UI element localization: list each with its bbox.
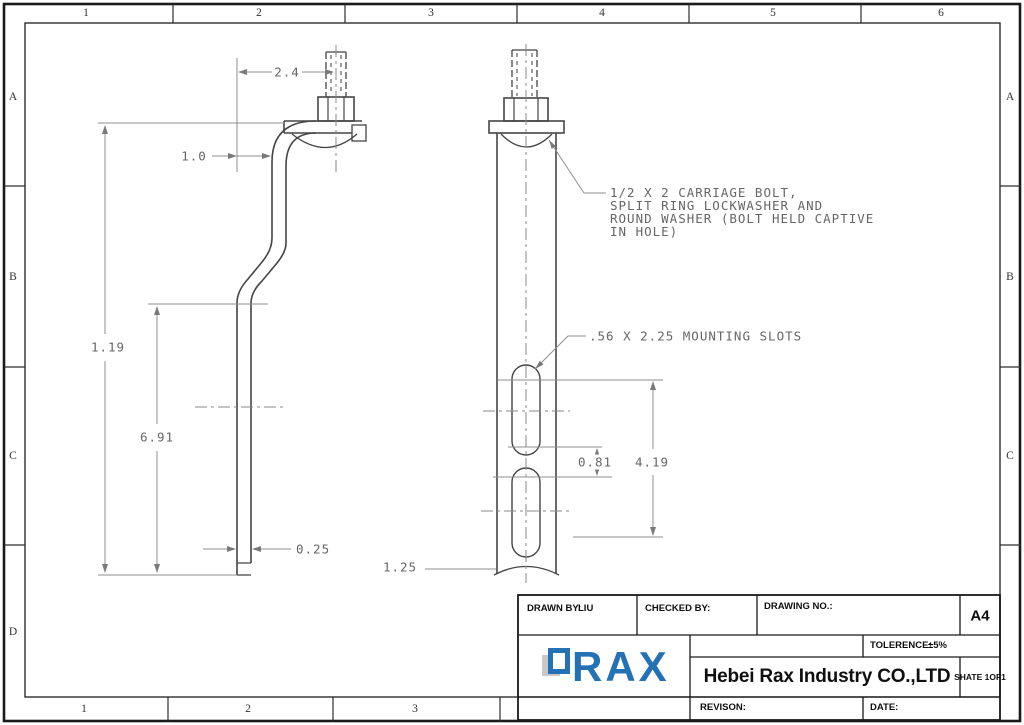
bracket-profile (236, 120, 317, 576)
dim-overall-height: 1.19 (89, 339, 127, 355)
title-block-grid (517, 594, 1001, 721)
company-name: Hebei Rax Industry CO.,LTD (703, 666, 951, 687)
zone-left-c: C (9, 450, 17, 462)
right-view-dimensions (425, 139, 663, 570)
dim-lower-leg-height: 6.91 (138, 429, 176, 445)
zone-top-6: 6 (938, 7, 944, 19)
right-view (481, 44, 573, 583)
mounting-slots-note: .56 X 2.25 MOUNTING SLOTS (589, 328, 803, 344)
zone-top-4: 4 (599, 7, 605, 19)
slots-note-leader (534, 335, 586, 370)
zone-right-c: C (1006, 450, 1014, 462)
revision-label: REVISON: (700, 702, 746, 713)
zone-bottom-3: 3 (412, 703, 418, 715)
zone-right-a: A (1005, 91, 1015, 103)
centerlines-right (481, 44, 573, 583)
washer-plate-left (283, 120, 367, 148)
left-view (195, 45, 367, 576)
carriage-bolt-note-line3: ROUND WASHER (BOLT HELD CAPTIVE (610, 211, 875, 226)
tolerance-value: ±5% (928, 640, 947, 651)
zone-top-3: 3 (428, 7, 434, 19)
dim-base-width: 1.25 (381, 559, 419, 575)
dim-slot-gap: 0.81 (576, 454, 614, 470)
drawing-no-label: DRAWING NO.: (764, 601, 833, 612)
zone-bottom-2: 2 (245, 703, 251, 715)
dim-slot-span: 4.19 (633, 454, 671, 470)
rax-logo-text: RAX (572, 643, 670, 690)
date-label: DATE: (870, 702, 899, 713)
zone-left-b: B (9, 271, 17, 283)
paper-size-label: A4 (970, 607, 990, 625)
dim-material-thickness: 0.25 (295, 541, 332, 557)
dim-bolt-offset: 2.4 (273, 64, 301, 80)
bolt-note-leader (548, 139, 606, 194)
carriage-bolt-note-line2: SPLIT RING LOCKWASHER AND (610, 198, 824, 213)
sheet-number-label: SHATE 1OF1 (954, 672, 1006, 682)
zone-bottom-1: 1 (81, 703, 87, 715)
zone-top-5: 5 (770, 7, 776, 19)
carriage-bolt-note-line4: IN HOLE) (610, 224, 679, 239)
carriage-bolt-note: 1/2 X 2 CARRIAGE BOLT, SPLIT RING LOCKWA… (610, 186, 874, 238)
left-view-dimensions (98, 58, 334, 576)
dim-arrowheads-left (102, 69, 334, 573)
zone-left-a: A (8, 91, 18, 103)
zone-top-1: 1 (83, 7, 89, 19)
dim-flange-offset: 1.0 (180, 148, 208, 164)
drawn-by-value: LIU (578, 603, 594, 614)
zone-top-2: 2 (256, 7, 262, 19)
zone-left-d: D (8, 626, 18, 638)
rax-logo-square-icon (548, 648, 570, 674)
checked-by-label: CHECKED BY: (645, 603, 711, 614)
tolerance-label: TOLERENCE: (870, 640, 932, 651)
mounting-slots (511, 364, 541, 558)
bolt-shank-right (511, 49, 538, 98)
zone-ticks (4, 4, 1021, 721)
carriage-bolt-note-line1: 1/2 X 2 CARRIAGE BOLT, (610, 185, 798, 200)
drawn-by-label: DRAWN BY: (527, 603, 582, 614)
zone-right-b: B (1006, 271, 1014, 283)
